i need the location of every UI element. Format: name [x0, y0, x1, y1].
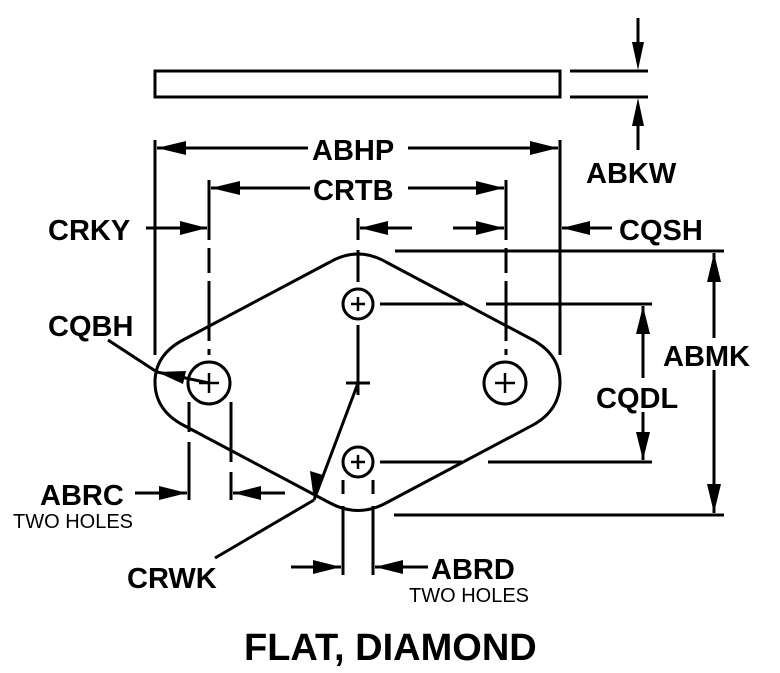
label-abkw: ABKW [586, 158, 677, 190]
label-abrc-note: TWO HOLES [13, 511, 133, 533]
label-crky: CRKY [48, 215, 130, 247]
cqdl-arrow-bottom-icon [636, 432, 650, 460]
abrd-arrow-left-icon [313, 560, 341, 574]
thickness-arrow-top-icon [632, 42, 644, 70]
abhp-arrow-left-icon [157, 141, 186, 155]
diamond-plate-outline [153, 252, 562, 512]
label-abrc: ABRC [40, 480, 124, 512]
abmk-arrow-bottom-icon [707, 484, 721, 513]
large-hole-right [482, 360, 528, 406]
crtb-arrow-left-icon [211, 181, 240, 195]
crtb-arrow-right-icon [476, 181, 504, 195]
cqbh-leader [107, 338, 158, 374]
label-abrd: ABRD [431, 554, 515, 586]
abrc-arrow-left-icon [159, 486, 187, 500]
crky-arrow-icon [180, 221, 207, 235]
cqbh-arrow-icon [157, 371, 186, 384]
label-abmk: ABMK [663, 341, 750, 373]
cqdl-arrow-top-icon [636, 306, 650, 334]
label-cqbh: CQBH [48, 311, 133, 343]
large-hole-left [186, 360, 232, 406]
crwk-arrow-icon [310, 471, 323, 500]
label-crtb: CRTB [313, 175, 394, 207]
abmk-arrow-top-icon [707, 253, 721, 282]
abrc-arrow-right-icon [233, 486, 261, 500]
label-crwk: CRWK [127, 563, 217, 595]
abhp-arrow-right-icon [530, 141, 558, 155]
label-cqsh: CQSH [619, 215, 703, 247]
side-view-bar [153, 69, 562, 99]
abrd-arrow-right-icon [375, 560, 403, 574]
crwk-leader-radius [312, 382, 360, 501]
cqsh-arrow-icon [562, 221, 590, 235]
small-hole-top [341, 287, 375, 321]
diagram-title: FLAT, DIAMOND [244, 627, 537, 669]
label-cqdl: CQDL [596, 383, 678, 415]
center-arrow-left-icon [360, 221, 388, 235]
label-abrd-note: TWO HOLES [409, 585, 529, 607]
crtb-inner-arrow-icon [476, 221, 504, 235]
crwk-leader [214, 498, 315, 560]
label-abhp: ABHP [312, 135, 394, 167]
thickness-arrow-bottom-icon [632, 98, 644, 126]
small-hole-bottom [341, 445, 375, 479]
